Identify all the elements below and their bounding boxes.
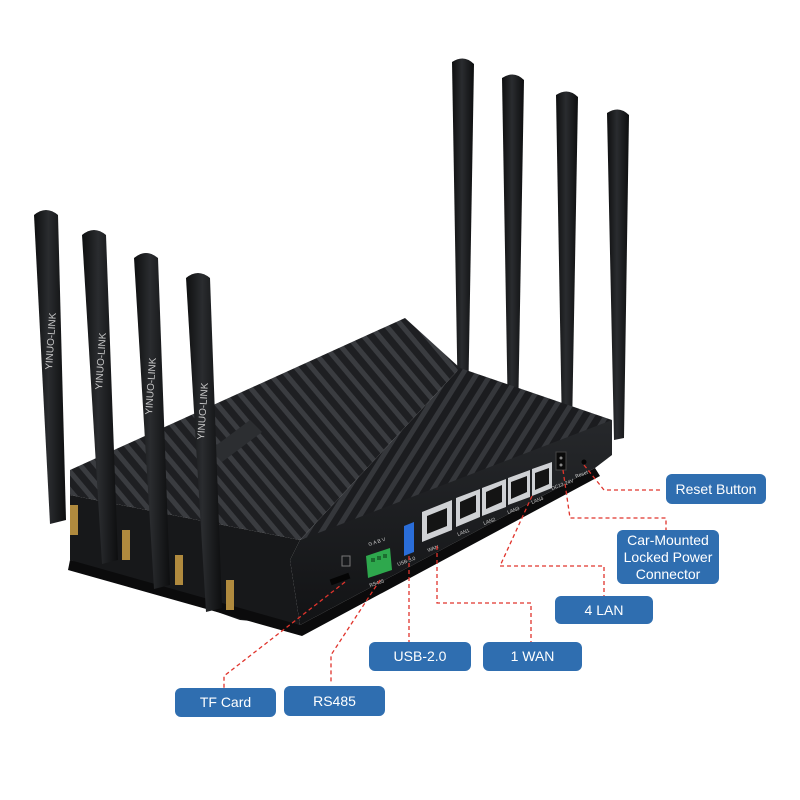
reset-button-label: Reset Button bbox=[675, 480, 757, 497]
power-callout-line2: Locked Power bbox=[623, 548, 713, 565]
antenna-back-1 bbox=[452, 58, 474, 412]
leader-rs485 bbox=[330, 579, 381, 684]
front-antenna-group: YINUO-LINK YINUO-LINK YINUO-LINK YINUO-L… bbox=[34, 210, 234, 612]
leader-wan bbox=[436, 546, 532, 642]
antenna-brand-4: YINUO-LINK bbox=[196, 382, 211, 440]
reset-port-label: Reset bbox=[575, 470, 590, 480]
antenna-front-2: YINUO-LINK bbox=[82, 230, 130, 564]
sim-icon bbox=[341, 555, 351, 567]
usb-callout-label: USB-2.0 bbox=[393, 648, 447, 664]
reset-hole bbox=[581, 459, 587, 465]
rj45-lan2 bbox=[482, 479, 506, 516]
antenna-back-2 bbox=[502, 74, 524, 422]
rs485-callout: RS485 bbox=[284, 686, 385, 716]
leader-lines bbox=[223, 464, 667, 688]
rj45-lan4 bbox=[532, 462, 552, 496]
tf-card-callout: TF Card bbox=[175, 688, 276, 717]
antenna-back-4 bbox=[607, 109, 629, 440]
lan3-port-label: LAN3 bbox=[507, 506, 521, 516]
leader-lan bbox=[498, 495, 605, 596]
antenna-brand-2: YINUO-LINK bbox=[94, 332, 109, 390]
antenna-front-1: YINUO-LINK bbox=[34, 210, 78, 535]
logo-plate bbox=[210, 420, 262, 462]
antenna-front-4: YINUO-LINK bbox=[186, 273, 234, 612]
lan4-port-label: LAN4 bbox=[531, 496, 545, 506]
usb-port bbox=[404, 522, 414, 556]
rs485-pin-label: G A B V bbox=[368, 537, 387, 548]
power-callout-line3: Connector bbox=[635, 565, 701, 582]
lan2-port-label: LAN2 bbox=[483, 517, 497, 527]
leader-power bbox=[562, 469, 667, 532]
lan1-port-label: LAN1 bbox=[457, 528, 471, 538]
lan-callout: 4 LAN bbox=[555, 596, 653, 624]
power-callout-line1: Car-Mounted bbox=[627, 531, 709, 548]
heatsink-left bbox=[70, 318, 460, 540]
rs485-port-label: RS485 bbox=[369, 578, 386, 588]
power-connector-callout: Car-Mounted Locked Power Connector bbox=[617, 530, 719, 584]
wan-port-label: WAN bbox=[427, 544, 440, 554]
rs485-terminal bbox=[366, 548, 392, 578]
rj45-lan3 bbox=[508, 470, 530, 505]
reset-button-callout: Reset Button bbox=[666, 474, 766, 504]
heatsink-right bbox=[300, 368, 612, 540]
rj45-lan1 bbox=[456, 489, 480, 527]
rj45-wan bbox=[422, 500, 452, 542]
power-connector bbox=[555, 451, 567, 471]
antenna-front-3: YINUO-LINK bbox=[134, 253, 183, 589]
leader-tf bbox=[223, 581, 346, 688]
leader-reset bbox=[583, 464, 662, 491]
wan-callout-label: 1 WAN bbox=[510, 648, 555, 664]
lan-callout-label: 4 LAN bbox=[584, 601, 624, 618]
tf-card-callout-label: TF Card bbox=[199, 694, 252, 710]
ports: G A B V RS485 USB-3.0 WAN LAN1 LAN2 LAN3… bbox=[329, 451, 590, 589]
antenna-brand-3: YINUO-LINK bbox=[144, 357, 159, 415]
antenna-back-3 bbox=[556, 91, 578, 432]
antenna-brand-1: YINUO-LINK bbox=[44, 312, 59, 370]
rs485-callout-label: RS485 bbox=[313, 692, 356, 709]
left-face bbox=[70, 495, 300, 625]
wan-callout: 1 WAN bbox=[483, 642, 582, 671]
usb-callout: USB-2.0 bbox=[369, 642, 471, 671]
back-antenna-group bbox=[452, 58, 629, 440]
tf-card-slot bbox=[329, 572, 351, 586]
